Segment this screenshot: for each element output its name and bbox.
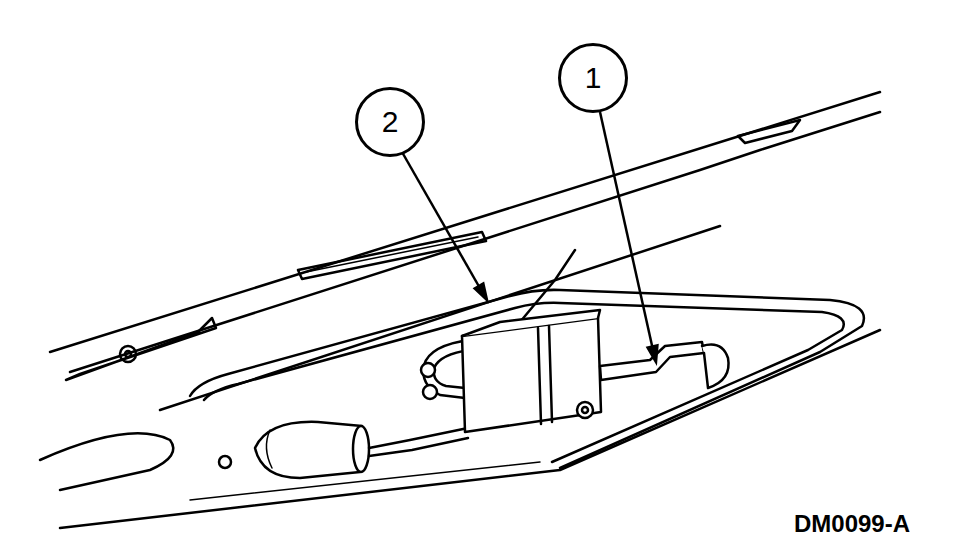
callout-number: 1 xyxy=(585,63,602,93)
callout-circle: 1 xyxy=(558,43,628,113)
callout-number: 2 xyxy=(382,107,399,137)
callout-circle: 2 xyxy=(355,87,425,157)
figure-code: DM0099-A xyxy=(794,510,910,538)
